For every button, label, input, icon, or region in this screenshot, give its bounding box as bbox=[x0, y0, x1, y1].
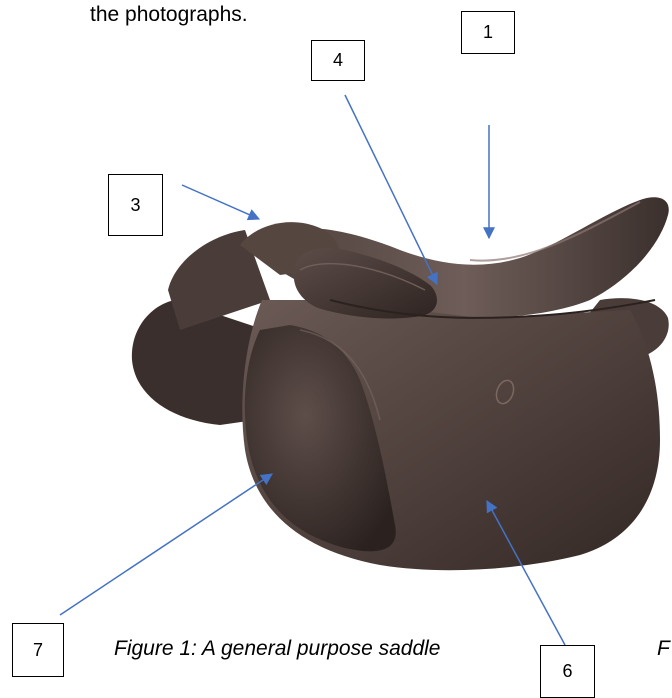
figure-caption: Figure 1: A general purpose saddle bbox=[114, 637, 440, 661]
figure-caption-next: F bbox=[657, 637, 670, 661]
arrow-3 bbox=[182, 185, 259, 219]
label-box-6: 6 bbox=[540, 645, 595, 698]
label-box-4: 4 bbox=[311, 40, 365, 81]
arrow-7 bbox=[60, 474, 272, 615]
label-box-3: 3 bbox=[108, 174, 163, 236]
label-box-1: 1 bbox=[461, 11, 515, 54]
label-box-7: 7 bbox=[12, 623, 64, 677]
